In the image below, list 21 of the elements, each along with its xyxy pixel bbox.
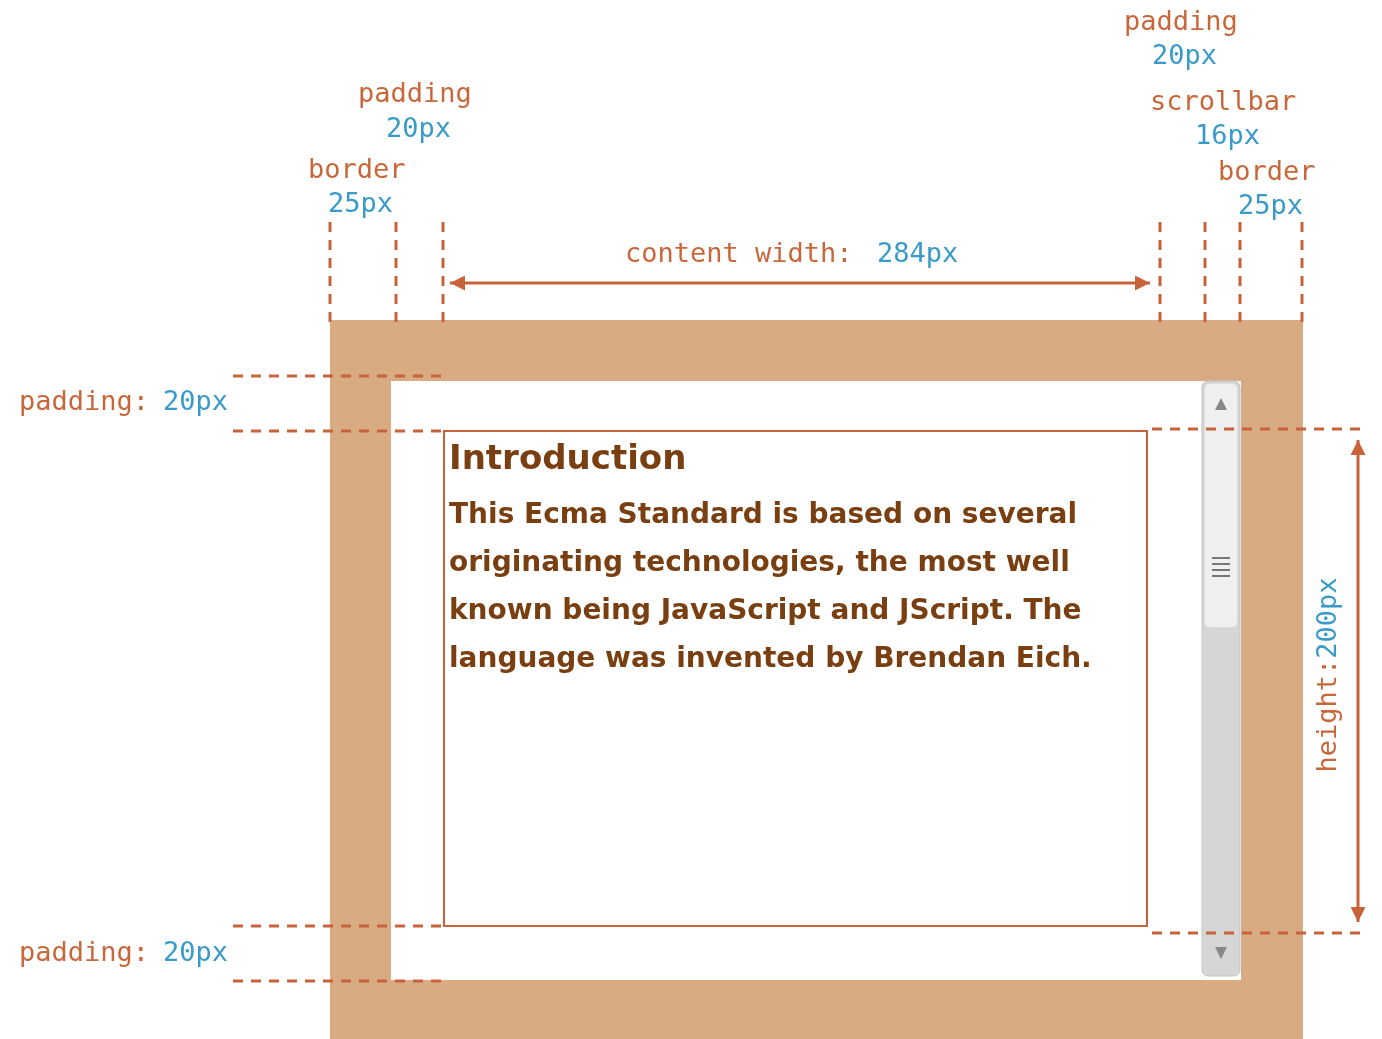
dimension-name: padding: bbox=[19, 936, 150, 968]
dimension-value: 20px bbox=[386, 112, 452, 144]
dimension-name: border bbox=[1218, 155, 1316, 187]
dimension-value: 20px bbox=[163, 385, 229, 417]
dimension-value: 25px bbox=[328, 187, 394, 219]
dimension-value: 25px bbox=[1238, 189, 1304, 221]
dimension-name: scrollbar bbox=[1150, 85, 1297, 117]
dimension-value: 284px bbox=[877, 237, 959, 269]
content-paragraph: This Ecma Standard is based on several originating technologies, the most well known being JavaScript and JScript. The language was invented by Brendan Eich. bbox=[449, 496, 1093, 676]
dimension-value: 20px bbox=[163, 936, 229, 968]
dimension-value: 20px bbox=[1152, 39, 1218, 71]
dimension-name: padding: bbox=[19, 385, 150, 417]
dimension-name: padding bbox=[358, 77, 472, 109]
dimension-value: 16px bbox=[1195, 119, 1261, 151]
content-box bbox=[443, 430, 1148, 927]
dimension-value: 200px bbox=[1311, 577, 1342, 659]
content-heading: Introduction bbox=[449, 436, 688, 479]
dimension-name: height: bbox=[1311, 658, 1342, 773]
dimension-name: border bbox=[308, 153, 406, 185]
dimension-name: content width: bbox=[625, 237, 853, 269]
dimension-name: padding bbox=[1124, 5, 1238, 37]
